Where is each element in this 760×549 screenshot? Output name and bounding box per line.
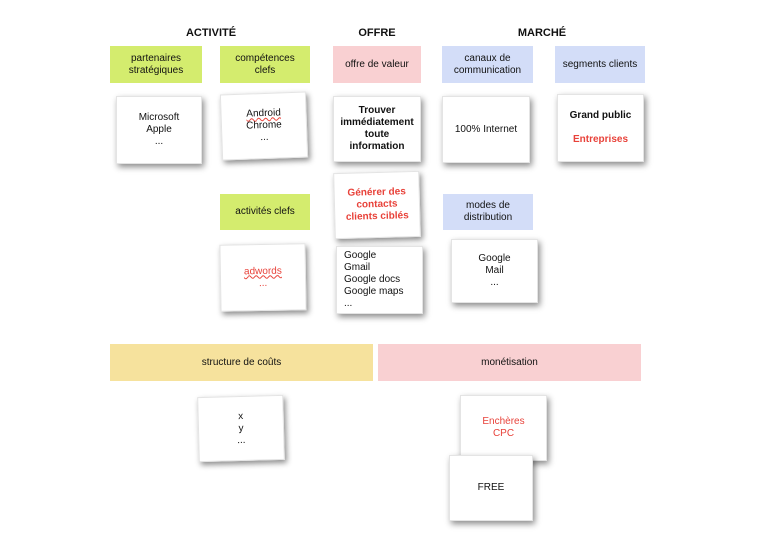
note-line: Trouver (358, 105, 396, 116)
note-line: Grand public (569, 110, 632, 121)
header-couts: structure de coûts (110, 344, 373, 381)
note-line: Mail (485, 265, 504, 276)
note-generer: Générer des contacts clients ciblés (333, 170, 421, 240)
note-competences: Android Chrome ... (219, 91, 309, 161)
header-modes: modes de distribution (443, 194, 533, 230)
note-produits: Google Gmail Google docs Google maps ... (336, 246, 423, 314)
note-line: Enchères (482, 416, 525, 427)
header-canaux: canaux de communication (442, 46, 533, 83)
note-line: Google (344, 250, 377, 261)
note-line: Google docs (344, 274, 401, 285)
note-line: x (238, 410, 244, 422)
title-activite: ACTIVITÉ (185, 27, 237, 39)
note-line: ... (490, 277, 499, 288)
note-line: clients ciblés (345, 210, 409, 223)
header-monetisation: monétisation (378, 344, 641, 381)
header-competences: compétences clefs (220, 46, 310, 83)
note-line: Microsoft (138, 112, 180, 123)
note-line: ... (344, 298, 353, 309)
note-free: FREE (449, 455, 533, 521)
header-offre-valeur: offre de valeur (333, 46, 421, 83)
note-line: Google maps (344, 286, 404, 297)
header-activites: activités clefs (220, 194, 310, 230)
note-couts: x y ... (197, 394, 285, 463)
title-marche: MARCHÉ (517, 27, 567, 39)
note-line: toute (364, 129, 390, 140)
note-line: ... (236, 434, 246, 446)
note-encheres: Enchères CPC (460, 395, 547, 461)
header-segments: segments clients (555, 46, 645, 83)
note-line: 100% Internet (454, 123, 518, 135)
note-line: Chrome (246, 119, 282, 132)
title-offre: OFFRE (358, 27, 396, 39)
note-line: CPC (492, 428, 515, 439)
note-segments: Grand public Entreprises (557, 94, 644, 162)
note-line: Gmail (344, 262, 371, 273)
note-distribution: Google Mail ... (451, 239, 538, 303)
note-line: Entreprises (572, 134, 629, 145)
note-line: Google (478, 253, 511, 264)
note-line: contacts (356, 198, 398, 211)
note-line: ... (258, 277, 268, 289)
note-line: immédiatement (340, 117, 414, 128)
note-line: adwords (243, 265, 282, 277)
note-line: FREE (477, 482, 505, 493)
note-line: information (349, 141, 405, 152)
note-line: ... (154, 136, 164, 147)
note-offre-valeur: Trouver immédiatement toute information (333, 96, 421, 162)
note-line: Apple (146, 124, 172, 135)
note-line: ... (260, 131, 269, 144)
header-partenaires: partenaires stratégiques (110, 46, 202, 83)
note-partenaires: Microsoft Apple ... (116, 96, 202, 164)
note-line: y (238, 422, 244, 434)
note-canaux: 100% Internet (442, 96, 530, 163)
note-activites: adwords ... (219, 243, 307, 312)
